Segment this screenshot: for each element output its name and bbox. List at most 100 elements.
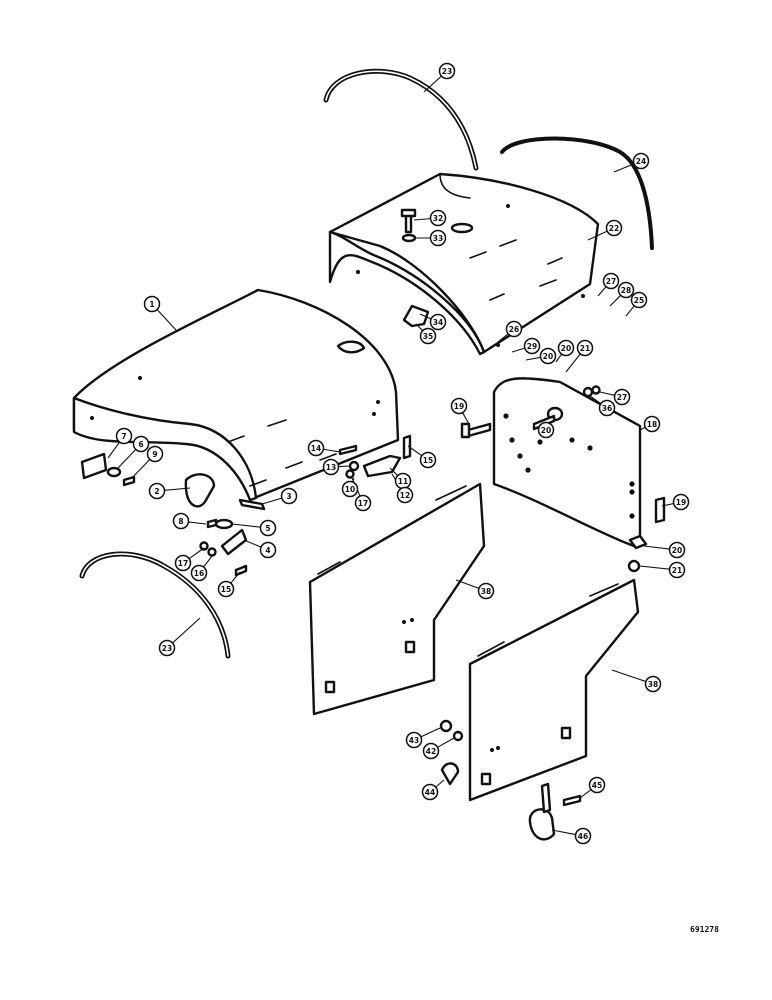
callout-25: 25 <box>630 291 648 309</box>
callout-circle <box>419 327 437 345</box>
callout-circle <box>132 435 150 453</box>
callout-circle <box>172 512 190 530</box>
callout-17: 17 <box>354 494 372 512</box>
callout-number: 23 <box>162 644 172 653</box>
callout-circle <box>632 152 650 170</box>
callout-15: 15 <box>217 580 235 598</box>
callout-circle <box>630 291 648 309</box>
callout-circle <box>557 339 575 357</box>
leader-line <box>107 441 121 459</box>
callout-circle <box>605 219 623 237</box>
callout-number: 20 <box>672 546 682 555</box>
callout-10: 10 <box>341 480 359 498</box>
callout-20: 20 <box>557 339 575 357</box>
callout-circle <box>421 783 439 801</box>
callout-number: 4 <box>265 546 270 555</box>
callout-4: 4 <box>259 541 277 559</box>
leader-line <box>589 395 602 405</box>
leader-line <box>455 579 480 589</box>
callout-18: 18 <box>643 415 661 433</box>
callout-42: 42 <box>422 742 440 760</box>
callout-number: 2 <box>154 487 159 496</box>
callout-number: 16 <box>194 569 204 578</box>
callout-22: 22 <box>605 219 623 237</box>
leader-line <box>597 286 607 297</box>
callout-43: 43 <box>405 731 423 749</box>
callout-32: 32 <box>429 209 447 227</box>
leader-line <box>462 412 471 427</box>
callout-number: 14 <box>311 444 321 453</box>
callout-circle <box>617 281 635 299</box>
rear-trim-strip <box>500 136 654 250</box>
callout-number: 38 <box>481 587 491 596</box>
callout-6: 6 <box>132 435 150 453</box>
callout-28: 28 <box>617 281 635 299</box>
leader-line <box>661 503 674 507</box>
callout-number: 27 <box>617 393 627 402</box>
callout-number: 44 <box>425 788 435 797</box>
leader-line <box>611 669 647 683</box>
callout-circle <box>422 742 440 760</box>
leader-line <box>415 323 424 332</box>
leader-line <box>389 467 399 477</box>
callout-33: 33 <box>429 229 447 247</box>
callout-21: 21 <box>576 339 594 357</box>
callout-circle <box>450 397 468 415</box>
callout-1: 1 <box>143 295 161 313</box>
callout-5: 5 <box>259 519 277 537</box>
leader-line <box>555 353 563 363</box>
leader-line <box>579 789 592 799</box>
leader-line <box>188 547 205 560</box>
leader-line <box>323 448 341 453</box>
callout-number: 28 <box>621 286 631 295</box>
leader-line <box>420 727 441 738</box>
callout-26: 26 <box>505 320 523 338</box>
callout-circle <box>539 347 557 365</box>
leader-line <box>497 333 509 343</box>
callout-8: 8 <box>172 512 190 530</box>
callout-circle <box>668 561 686 579</box>
callout-circle <box>396 486 414 504</box>
callout-number: 34 <box>433 318 443 327</box>
door-latch-parts <box>439 719 582 841</box>
callout-35: 35 <box>419 327 437 345</box>
callout-19: 19 <box>450 397 468 415</box>
callout-number: 38 <box>648 680 658 689</box>
callout-29: 29 <box>523 337 541 355</box>
callout-38: 38 <box>644 675 662 693</box>
callout-circle <box>405 731 423 749</box>
callout-number: 18 <box>647 420 657 429</box>
callout-number: 15 <box>221 585 231 594</box>
callout-circle <box>143 295 161 313</box>
leader-line <box>423 75 442 93</box>
leader-line <box>131 459 151 479</box>
callout-23: 23 <box>158 639 176 657</box>
callout-circle <box>259 541 277 559</box>
callout-9: 9 <box>146 445 164 463</box>
callout-circle <box>477 582 495 600</box>
callout-number: 10 <box>345 485 355 494</box>
leader-line <box>599 391 615 396</box>
leader-line <box>643 545 670 550</box>
callout-number: 1 <box>149 300 154 309</box>
callout-circle <box>148 482 166 500</box>
callout-circle <box>588 776 606 794</box>
callout-number: 45 <box>592 781 602 790</box>
callout-27: 27 <box>602 272 620 290</box>
callout-number: 24 <box>636 157 646 166</box>
leader-line <box>437 737 455 748</box>
leader-line <box>413 218 431 221</box>
callout-44: 44 <box>421 783 439 801</box>
callout-number: 7 <box>121 432 126 441</box>
leader-line <box>231 523 261 528</box>
lower-trim-strip <box>79 551 231 659</box>
callout-circle <box>537 421 555 439</box>
leader-line <box>587 230 608 241</box>
callout-2: 2 <box>148 482 166 500</box>
callout-45: 45 <box>588 776 606 794</box>
callout-number: 9 <box>152 450 157 459</box>
callout-circle <box>613 388 631 406</box>
right-side-door-panel <box>468 578 640 802</box>
callout-circle <box>115 427 133 445</box>
leader-line <box>164 487 191 491</box>
